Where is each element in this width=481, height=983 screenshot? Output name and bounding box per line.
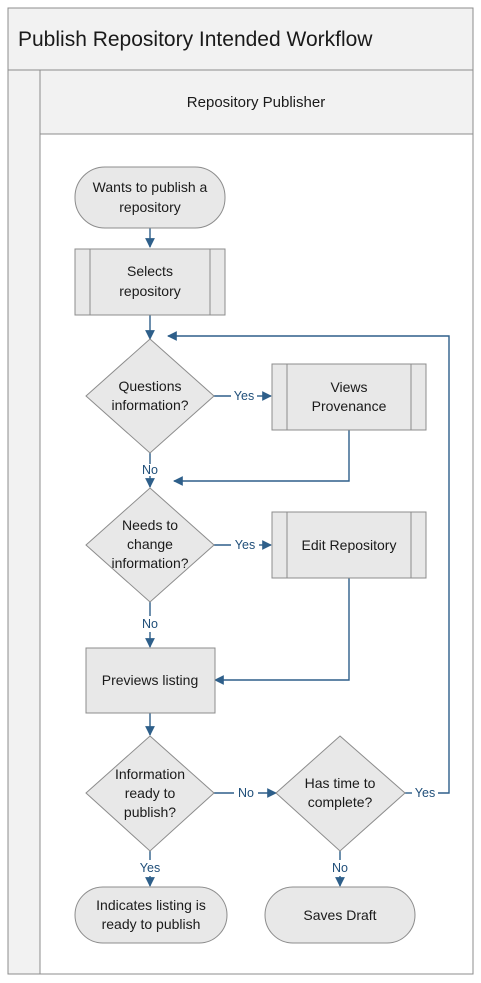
- preview-box: [85, 647, 216, 714]
- label-q4-yes: Yes: [415, 786, 435, 800]
- start-label-line1: Wants to publish a: [93, 179, 208, 195]
- end-ready-terminator: [74, 886, 228, 944]
- pool-header: [7, 7, 474, 71]
- label-q2-yes: Yes: [235, 538, 255, 552]
- edit-label: Edit Repository: [302, 537, 397, 553]
- edge-edit-preview: [214, 578, 350, 685]
- q3-label-line2: ready to: [125, 785, 176, 801]
- preview-label: Previews listing: [102, 672, 198, 688]
- label-q3-no: No: [238, 786, 254, 800]
- end-ready-label-line1: Indicates listing is: [96, 897, 206, 913]
- pool-title: Publish Repository Intended Workflow: [18, 28, 373, 51]
- start-terminator: [74, 166, 226, 229]
- q1-label-line1: Questions: [118, 378, 181, 394]
- lane-header: [39, 69, 474, 135]
- q3-label-line1: Information: [115, 766, 185, 782]
- edge-labels: Yes No Yes No No Yes Yes No: [140, 389, 435, 875]
- end-ready-label-line2: ready to publish: [102, 916, 201, 932]
- start-label-line2: repository: [119, 199, 180, 215]
- end-draft-terminator: [264, 886, 416, 944]
- edit-box: [271, 511, 427, 579]
- q4-label-line2: complete?: [308, 794, 373, 810]
- edges: [145, 228, 450, 887]
- node-views-provenance: Views Provenance: [271, 363, 427, 431]
- selects-box: [74, 248, 226, 316]
- label-q3-yes: Yes: [140, 861, 160, 875]
- node-information-ready: Information ready to publish?: [85, 735, 215, 852]
- q2-label-line1: Needs to: [122, 517, 178, 533]
- q3-label-line3: publish?: [124, 804, 176, 820]
- label-q1-no: No: [142, 463, 158, 477]
- label-q1-yes: Yes: [234, 389, 254, 403]
- end-draft-label: Saves Draft: [303, 907, 376, 923]
- q4-label-line1: Has time to: [305, 775, 376, 791]
- views-label-line2: Provenance: [312, 398, 387, 414]
- nodes: Wants to publish a repository Selects re…: [74, 166, 427, 944]
- node-selects-repository: Selects repository: [74, 248, 226, 316]
- node-has-time: Has time to complete?: [275, 735, 406, 852]
- q2-diamond: [85, 487, 215, 603]
- label-q2-no: No: [142, 617, 158, 631]
- selects-label-line2: repository: [119, 283, 180, 299]
- label-q4-no: No: [332, 861, 348, 875]
- views-box: [271, 363, 427, 431]
- edge-views-merge: [173, 430, 350, 486]
- node-saves-draft: Saves Draft: [264, 886, 416, 944]
- q3-diamond: [85, 735, 215, 852]
- views-label-line1: Views: [330, 379, 367, 395]
- lane-side-strip: [7, 69, 41, 975]
- pool: Publish Repository Intended Workflow Rep…: [7, 7, 474, 975]
- q1-diamond: [85, 338, 215, 454]
- node-edit-repository: Edit Repository: [271, 511, 427, 579]
- q2-label-line3: information?: [111, 555, 188, 571]
- selects-label-line1: Selects: [127, 263, 173, 279]
- q1-label-line2: information?: [111, 397, 188, 413]
- q4-diamond: [275, 735, 406, 852]
- node-previews-listing: Previews listing: [85, 647, 216, 714]
- node-start: Wants to publish a repository: [74, 166, 226, 229]
- node-needs-to-change: Needs to change information?: [85, 487, 215, 603]
- edge-q4-yes-loop: [167, 331, 450, 794]
- node-questions-information: Questions information?: [85, 338, 215, 454]
- q2-label-line2: change: [127, 536, 173, 552]
- lane-title: Repository Publisher: [187, 94, 325, 111]
- node-indicates-ready: Indicates listing is ready to publish: [74, 886, 228, 944]
